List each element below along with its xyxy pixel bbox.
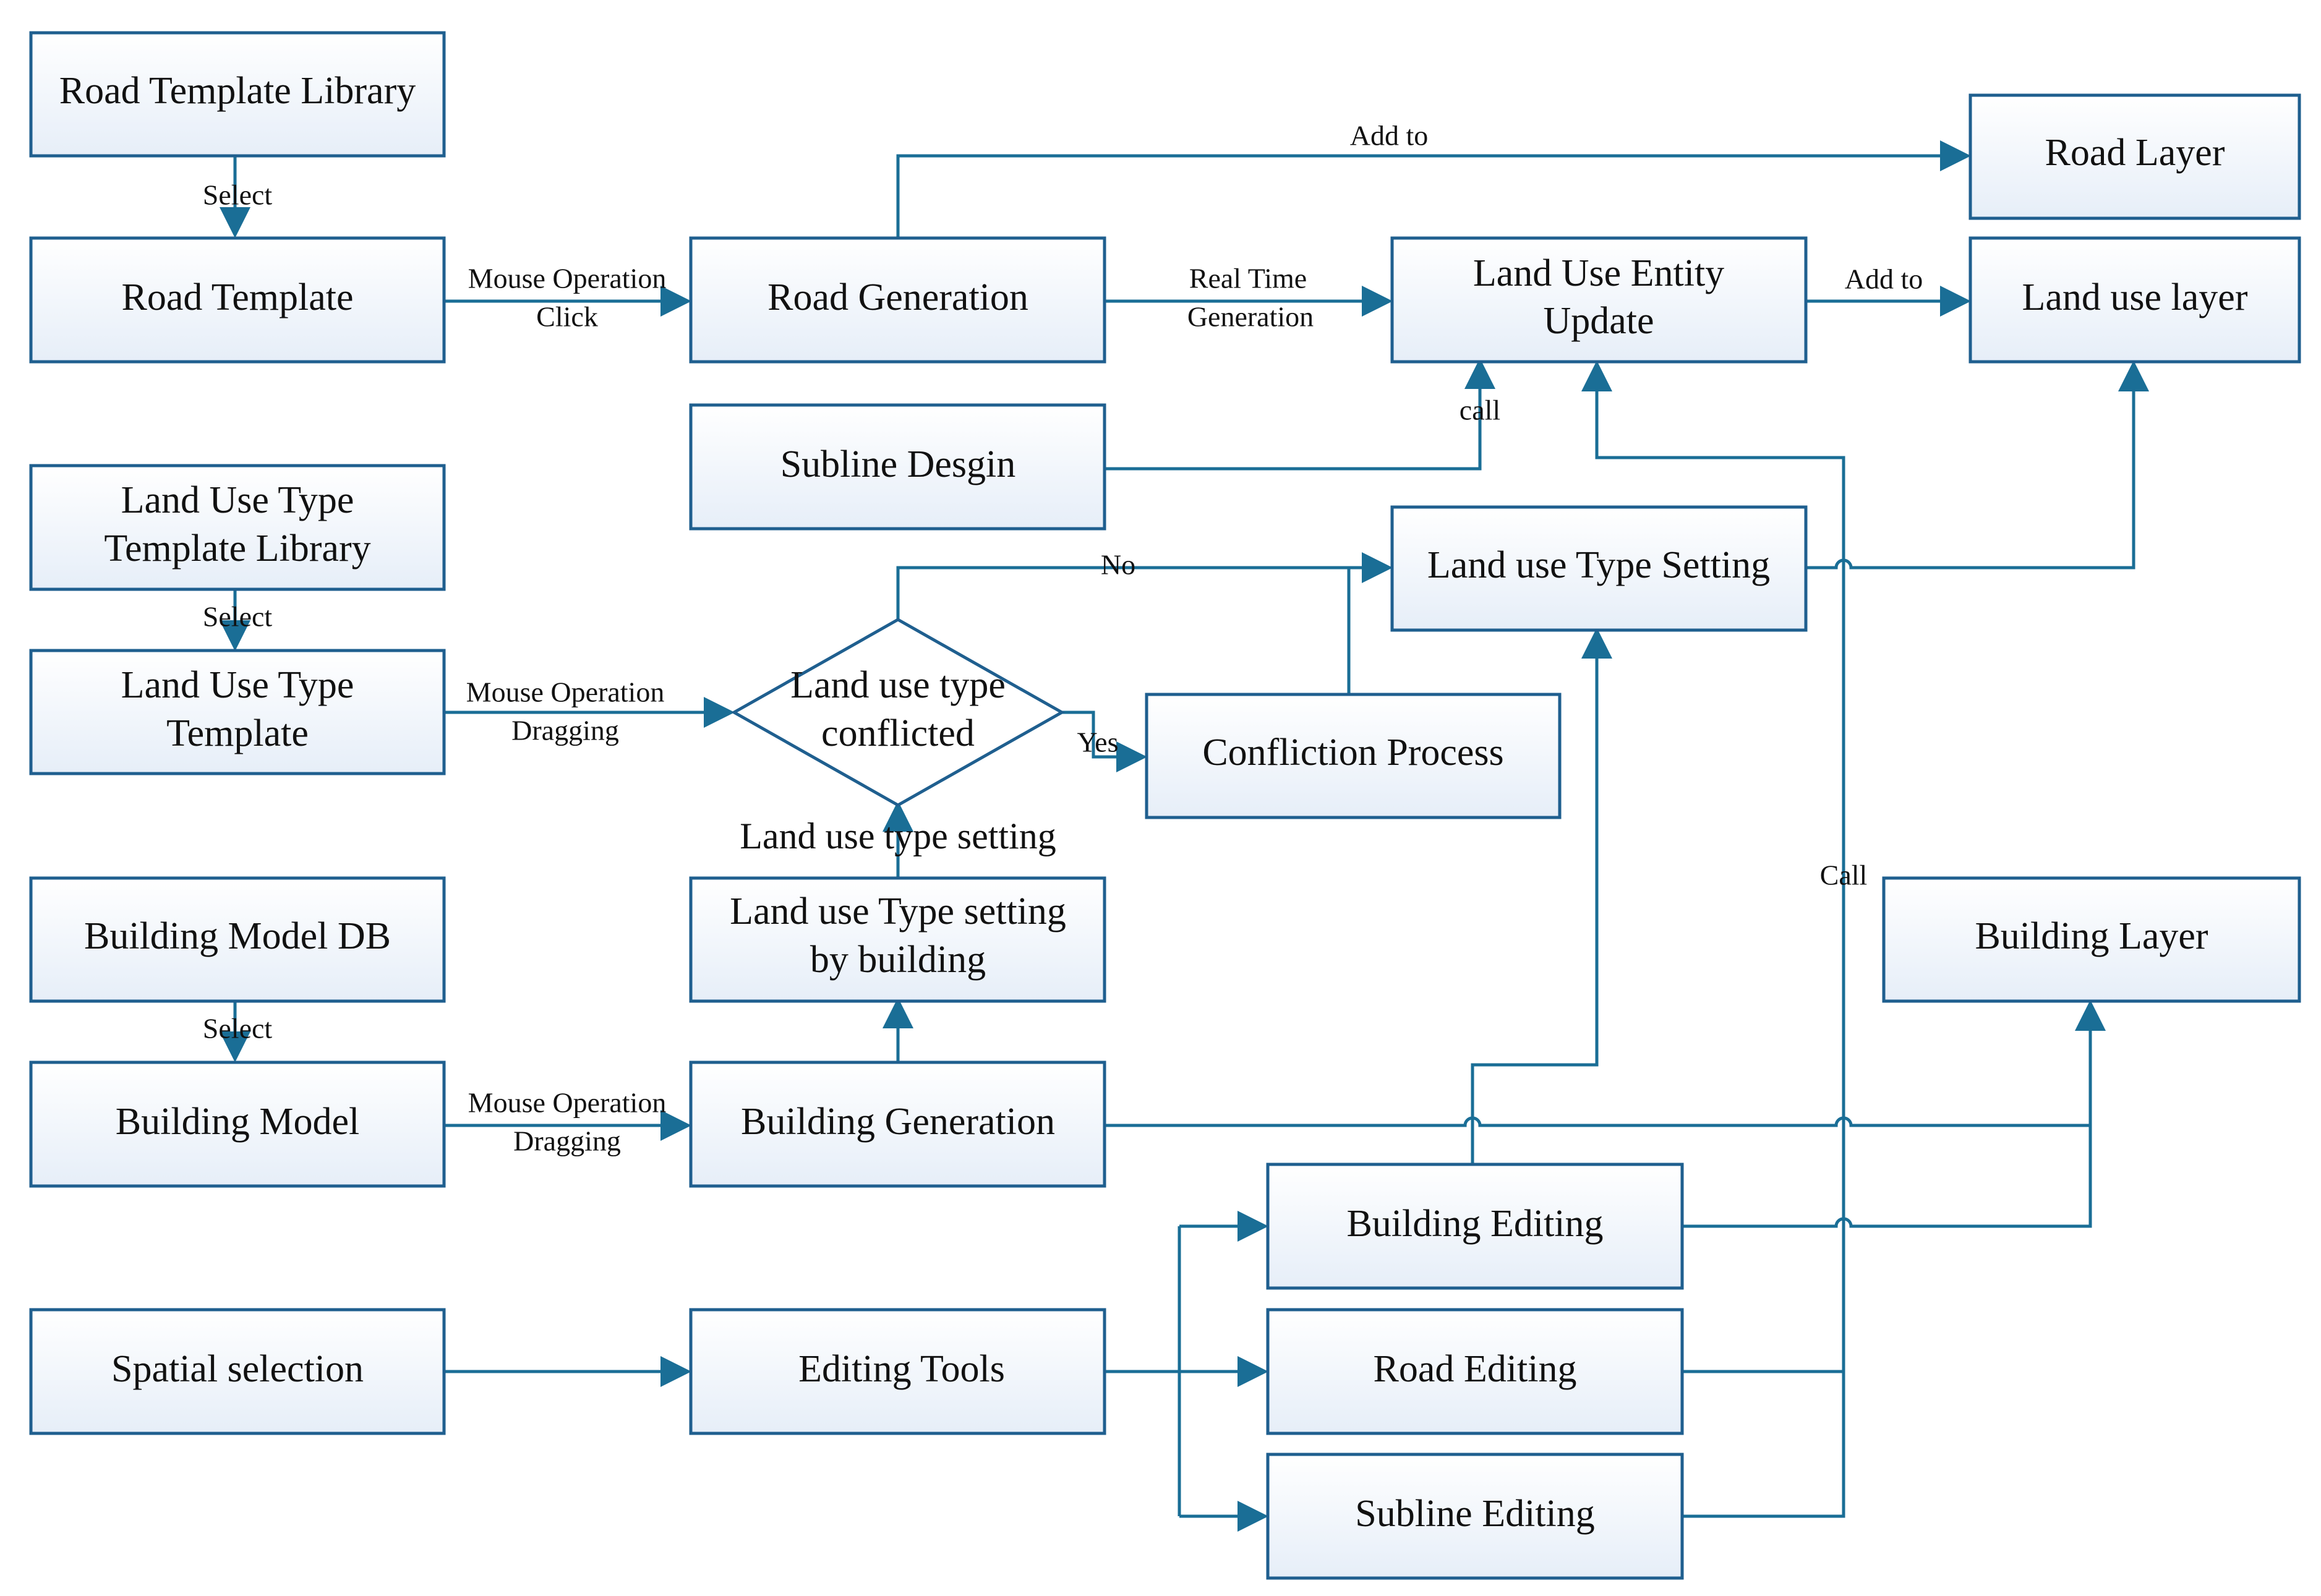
box-subline-design[interactable]: Subline Desgin (689, 403, 1106, 531)
label-real-time-line1: Real Time (1189, 263, 1307, 294)
connector-type-setting-to-land-layer (1806, 361, 2149, 570)
label-mouse-drag-1-line2: Dragging (511, 715, 619, 746)
box-spatial-selection-label: Spatial selection (111, 1348, 364, 1390)
box-editing-tools-label: Editing Tools (798, 1348, 1005, 1390)
box-land-use-type-template-library-line2: Template Library (104, 527, 370, 570)
label-select-landuse: Select (203, 601, 273, 633)
decision-land-use-type-conflicted-line2: conflicted (821, 712, 975, 754)
label-select-road: Select (203, 179, 273, 211)
box-road-template[interactable]: Road Template (29, 236, 446, 364)
box-subline-editing[interactable]: Subline Editing (1266, 1453, 1684, 1580)
box-subline-editing-label: Subline Editing (1355, 1493, 1595, 1535)
box-building-editing[interactable]: Building Editing (1266, 1163, 1684, 1290)
box-road-editing[interactable]: Road Editing (1266, 1308, 1684, 1435)
connector-labels: Select Select Select Mouse Operation Cli… (203, 120, 1923, 1157)
box-building-model-db[interactable]: Building Model DB (29, 876, 446, 1003)
connector-building-editing-to-building-layer (1682, 1000, 2106, 1228)
label-land-use-type-setting-caption: Land use type setting (740, 816, 1056, 856)
box-land-use-entity-update-line1: Land Use Entity (1473, 252, 1724, 294)
box-building-generation[interactable]: Building Generation (689, 1060, 1106, 1188)
decision-land-use-type-conflicted-line1: Land use type (790, 664, 1006, 706)
label-mouse-drag-1-line1: Mouse Operation (466, 676, 665, 708)
label-add-to-road: Add to (1350, 120, 1429, 151)
label-mouse-drag-2-line2: Dragging (513, 1125, 621, 1157)
decision-land-use-type-conflicted[interactable]: Land use type conflicted (730, 618, 1066, 807)
connector-building-generation-to-building-layer (1105, 1116, 2090, 1127)
connector-building-editing-to-type-setting (1471, 628, 1612, 1164)
box-road-generation-label: Road Generation (767, 276, 1028, 318)
box-confliction-process-label: Confliction Process (1202, 732, 1503, 774)
box-land-use-entity-update-line2: Update (1543, 300, 1654, 342)
box-land-use-type-template[interactable]: Land Use Type Template (29, 649, 446, 775)
box-land-use-type-setting-by-building-line2: by building (810, 939, 986, 981)
box-land-use-type-setting-by-building[interactable]: Land use Type setting by building (689, 876, 1106, 1003)
box-building-model[interactable]: Building Model (29, 1060, 446, 1188)
box-road-layer-label: Road Layer (2045, 132, 2225, 174)
box-confliction-process[interactable]: Confliction Process (1145, 693, 1562, 819)
box-land-use-type-setting-by-building-line1: Land use Type setting (730, 890, 1066, 932)
box-building-generation-label: Building Generation (741, 1101, 1055, 1143)
label-real-time-line2: Generation (1187, 301, 1314, 333)
box-building-model-db-label: Building Model DB (84, 915, 391, 957)
box-editing-tools[interactable]: Editing Tools (689, 1308, 1106, 1435)
label-mouse-click-line1: Mouse Operation (468, 263, 667, 294)
box-building-editing-label: Building Editing (1346, 1203, 1603, 1245)
box-building-model-label: Building Model (116, 1101, 359, 1143)
label-mouse-drag-2-line1: Mouse Operation (468, 1087, 667, 1119)
label-add-to-land: Add to (1845, 263, 1923, 295)
box-land-use-type-template-line1: Land Use Type (121, 664, 354, 706)
box-road-template-library-label: Road Template Library (59, 70, 416, 112)
box-road-layer[interactable]: Road Layer (1968, 93, 2301, 220)
connector-subline-design-call (1105, 358, 1495, 471)
box-land-use-type-setting[interactable]: Land use Type Setting (1390, 505, 1808, 632)
box-road-template-library[interactable]: Road Template Library (29, 31, 446, 158)
connector-diamond-yes (1062, 711, 1147, 772)
label-yes: Yes (1077, 727, 1119, 758)
box-road-template-label: Road Template (121, 276, 353, 318)
box-land-use-layer-label: Land use layer (2022, 276, 2248, 318)
box-road-generation[interactable]: Road Generation (689, 236, 1106, 364)
box-subline-design-label: Subline Desgin (780, 443, 1016, 485)
box-land-use-type-template-library[interactable]: Land Use Type Template Library (29, 464, 446, 591)
label-no: No (1101, 549, 1135, 581)
box-building-layer-label: Building Layer (1975, 915, 2208, 957)
label-mouse-click-line2: Click (536, 301, 598, 333)
label-call-subline: call (1460, 395, 1500, 426)
box-land-use-type-setting-label: Land use Type Setting (1427, 544, 1770, 586)
box-building-layer[interactable]: Building Layer (1882, 876, 2301, 1003)
connector-diamond-no (896, 552, 1393, 620)
box-road-editing-label: Road Editing (1374, 1348, 1577, 1390)
box-land-use-type-template-library-line1: Land Use Type (121, 479, 354, 521)
box-spatial-selection[interactable]: Spatial selection (29, 1308, 446, 1435)
box-land-use-layer[interactable]: Land use layer (1968, 236, 2301, 364)
box-land-use-type-template-line2: Template (166, 712, 309, 754)
connectors (220, 140, 2149, 1532)
label-select-building: Select (203, 1013, 273, 1044)
connector-subline-editing-call (1581, 361, 1845, 1518)
box-land-use-entity-update[interactable]: Land Use Entity Update (1390, 236, 1808, 364)
connector-road-generation-to-road-layer (896, 140, 1971, 238)
label-call-editing: Call (1820, 860, 1868, 891)
